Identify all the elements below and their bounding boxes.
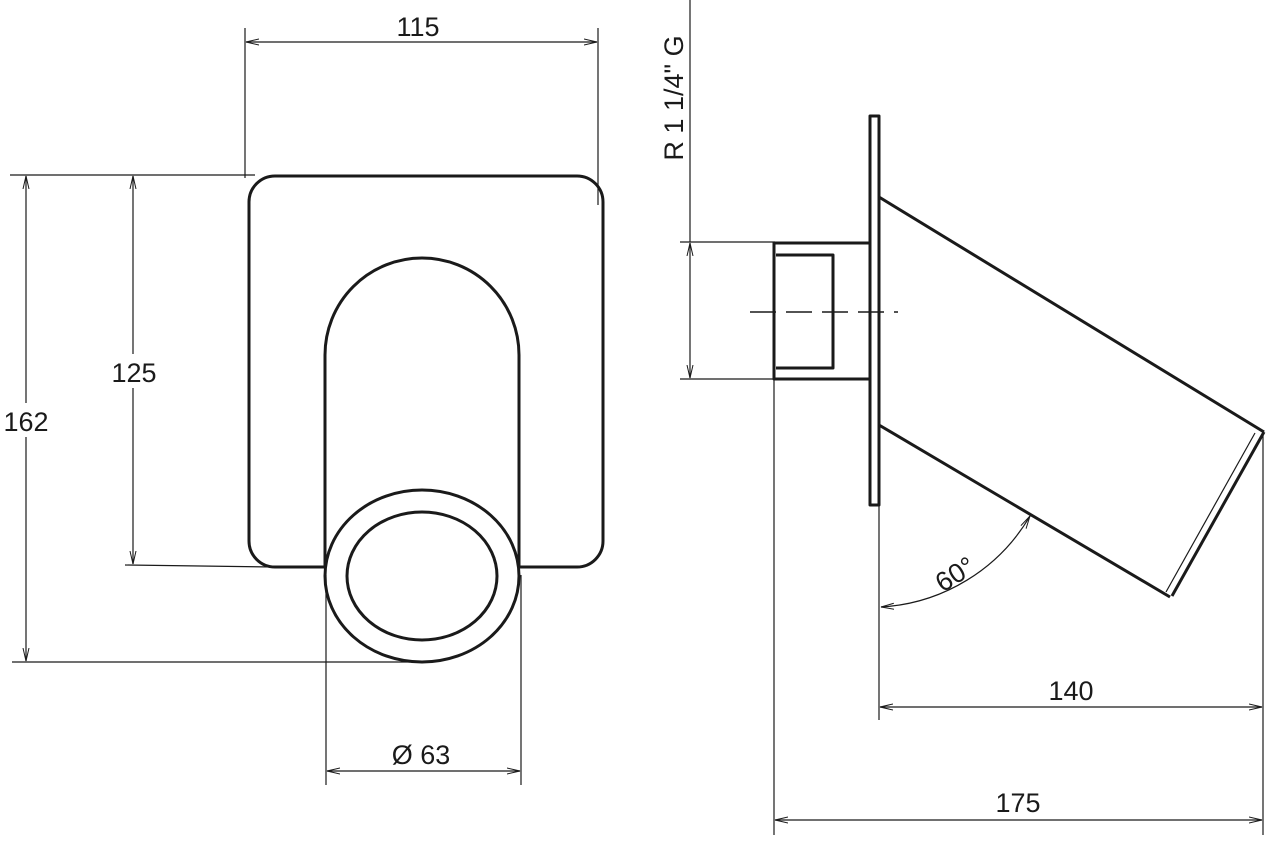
angle-arc bbox=[881, 516, 1031, 607]
spout-end-chamfer bbox=[1165, 432, 1256, 593]
dimension-label-angle: 60° bbox=[930, 551, 981, 598]
dimension-label-overall-height: 162 bbox=[3, 407, 48, 437]
dimension-label-width: 115 bbox=[396, 12, 439, 42]
outlet-ring-outer bbox=[323, 488, 521, 664]
spout-arch bbox=[323, 256, 521, 567]
outlet-ring-inner bbox=[345, 510, 499, 642]
extension-line bbox=[124, 564, 276, 568]
spout-end bbox=[1170, 431, 1266, 597]
spout-top-edge bbox=[878, 195, 1265, 434]
dimension-label-projection: 140 bbox=[1048, 676, 1093, 706]
front-view: 115 162 125 Ø 63 bbox=[0, 12, 605, 785]
threaded-nipple bbox=[772, 241, 872, 381]
spout-bottom-edge bbox=[878, 423, 1171, 599]
dimension-label-total-length: 175 bbox=[995, 788, 1040, 818]
dimension-label-thread: R 1 1/4" G bbox=[659, 35, 689, 160]
dimension-label-diameter: Ø 63 bbox=[392, 740, 451, 770]
dimension-label-arch-height: 125 bbox=[111, 358, 156, 388]
side-view: R 1 1/4" G 60° 140 175 bbox=[659, 0, 1266, 835]
